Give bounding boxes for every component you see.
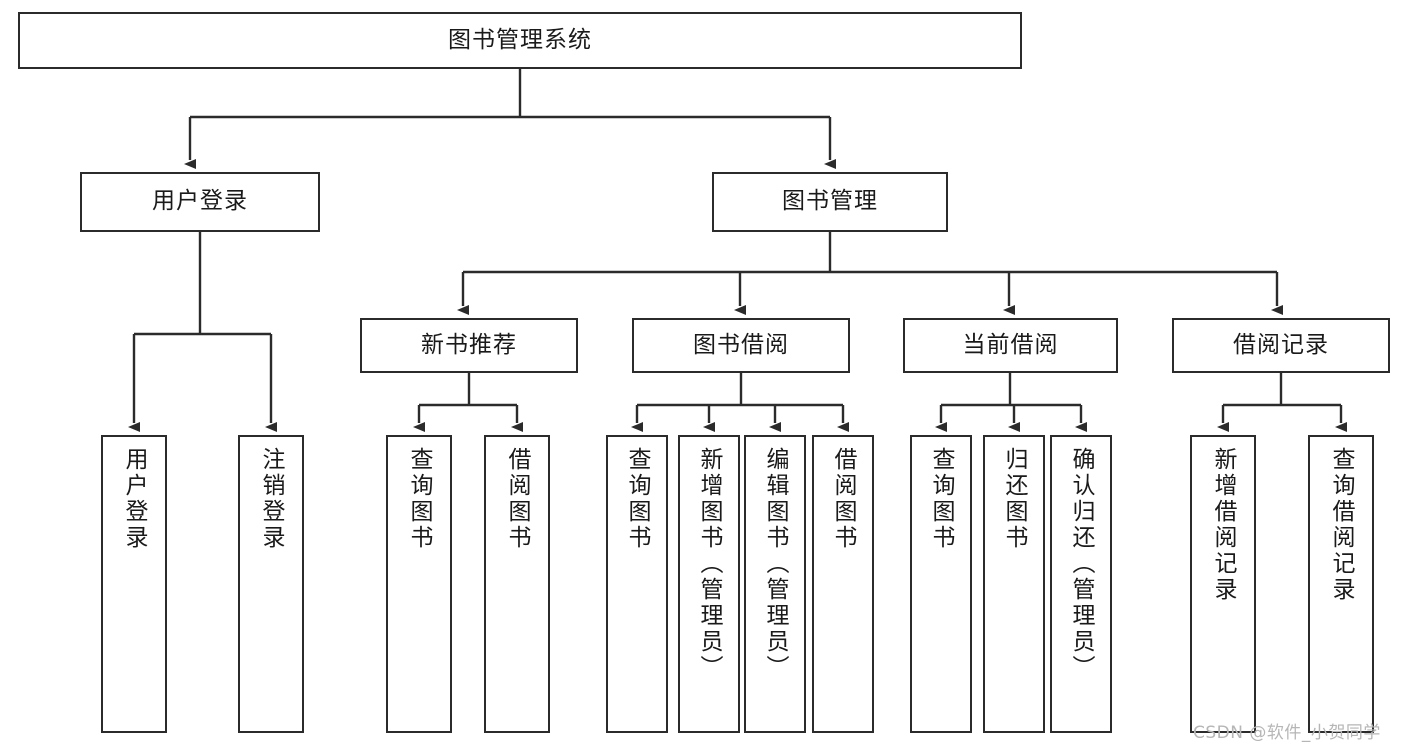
node-leaf-query-book-3[interactable]: 查询图书 (910, 435, 972, 733)
node-leaf-query-book-3-label: 查询图书 (928, 447, 955, 551)
node-leaf-add-record-label: 新增借阅记录 (1210, 447, 1237, 603)
node-leaf-edit-book[interactable]: 编辑图书（管理员） (744, 435, 806, 733)
node-leaf-query-book-1-label: 查询图书 (406, 447, 433, 551)
node-user-login[interactable]: 用户登录 (80, 172, 320, 232)
node-new-book-recommend-label: 新书推荐 (421, 331, 517, 358)
node-leaf-return-book-label: 归还图书 (1001, 447, 1028, 551)
node-user-login-label: 用户登录 (152, 188, 248, 215)
node-leaf-query-record-label: 查询借阅记录 (1328, 447, 1355, 603)
node-leaf-confirm-return[interactable]: 确认归还（管理员） (1050, 435, 1112, 733)
node-leaf-query-book-2-label: 查询图书 (624, 447, 651, 551)
node-leaf-return-book[interactable]: 归还图书 (983, 435, 1045, 733)
node-book-manage[interactable]: 图书管理 (712, 172, 948, 232)
node-leaf-user-login[interactable]: 用户登录 (101, 435, 167, 733)
node-borrow-record-label: 借阅记录 (1233, 331, 1329, 358)
node-leaf-edit-book-label: 编辑图书（管理员） (762, 447, 789, 681)
node-leaf-query-book-2[interactable]: 查询图书 (606, 435, 668, 733)
node-root[interactable]: 图书管理系统 (18, 12, 1022, 69)
node-leaf-user-login-label: 用户登录 (121, 447, 148, 551)
node-new-book-recommend[interactable]: 新书推荐 (360, 318, 578, 373)
node-borrow-record[interactable]: 借阅记录 (1172, 318, 1390, 373)
node-book-borrow-label: 图书借阅 (693, 331, 789, 358)
node-leaf-user-logout[interactable]: 注销登录 (238, 435, 304, 733)
node-leaf-query-record[interactable]: 查询借阅记录 (1308, 435, 1374, 733)
node-leaf-add-book[interactable]: 新增图书（管理员） (678, 435, 740, 733)
node-leaf-borrow-book-2[interactable]: 借阅图书 (812, 435, 874, 733)
node-leaf-query-book-1[interactable]: 查询图书 (386, 435, 452, 733)
node-leaf-borrow-book-1-label: 借阅图书 (504, 447, 531, 551)
node-leaf-user-logout-label: 注销登录 (258, 447, 285, 551)
watermark-label: CSDN @软件_小贺同学 (1193, 723, 1381, 743)
node-leaf-add-book-label: 新增图书（管理员） (696, 447, 723, 681)
node-leaf-confirm-return-label: 确认归还（管理员） (1068, 447, 1095, 681)
node-book-borrow[interactable]: 图书借阅 (632, 318, 850, 373)
node-current-borrow-label: 当前借阅 (962, 331, 1059, 358)
node-current-borrow[interactable]: 当前借阅 (903, 318, 1118, 373)
node-leaf-borrow-book-2-label: 借阅图书 (830, 447, 857, 551)
node-root-label: 图书管理系统 (448, 26, 592, 53)
node-leaf-add-record[interactable]: 新增借阅记录 (1190, 435, 1256, 733)
node-leaf-borrow-book-1[interactable]: 借阅图书 (484, 435, 550, 733)
node-book-manage-label: 图书管理 (782, 188, 878, 215)
